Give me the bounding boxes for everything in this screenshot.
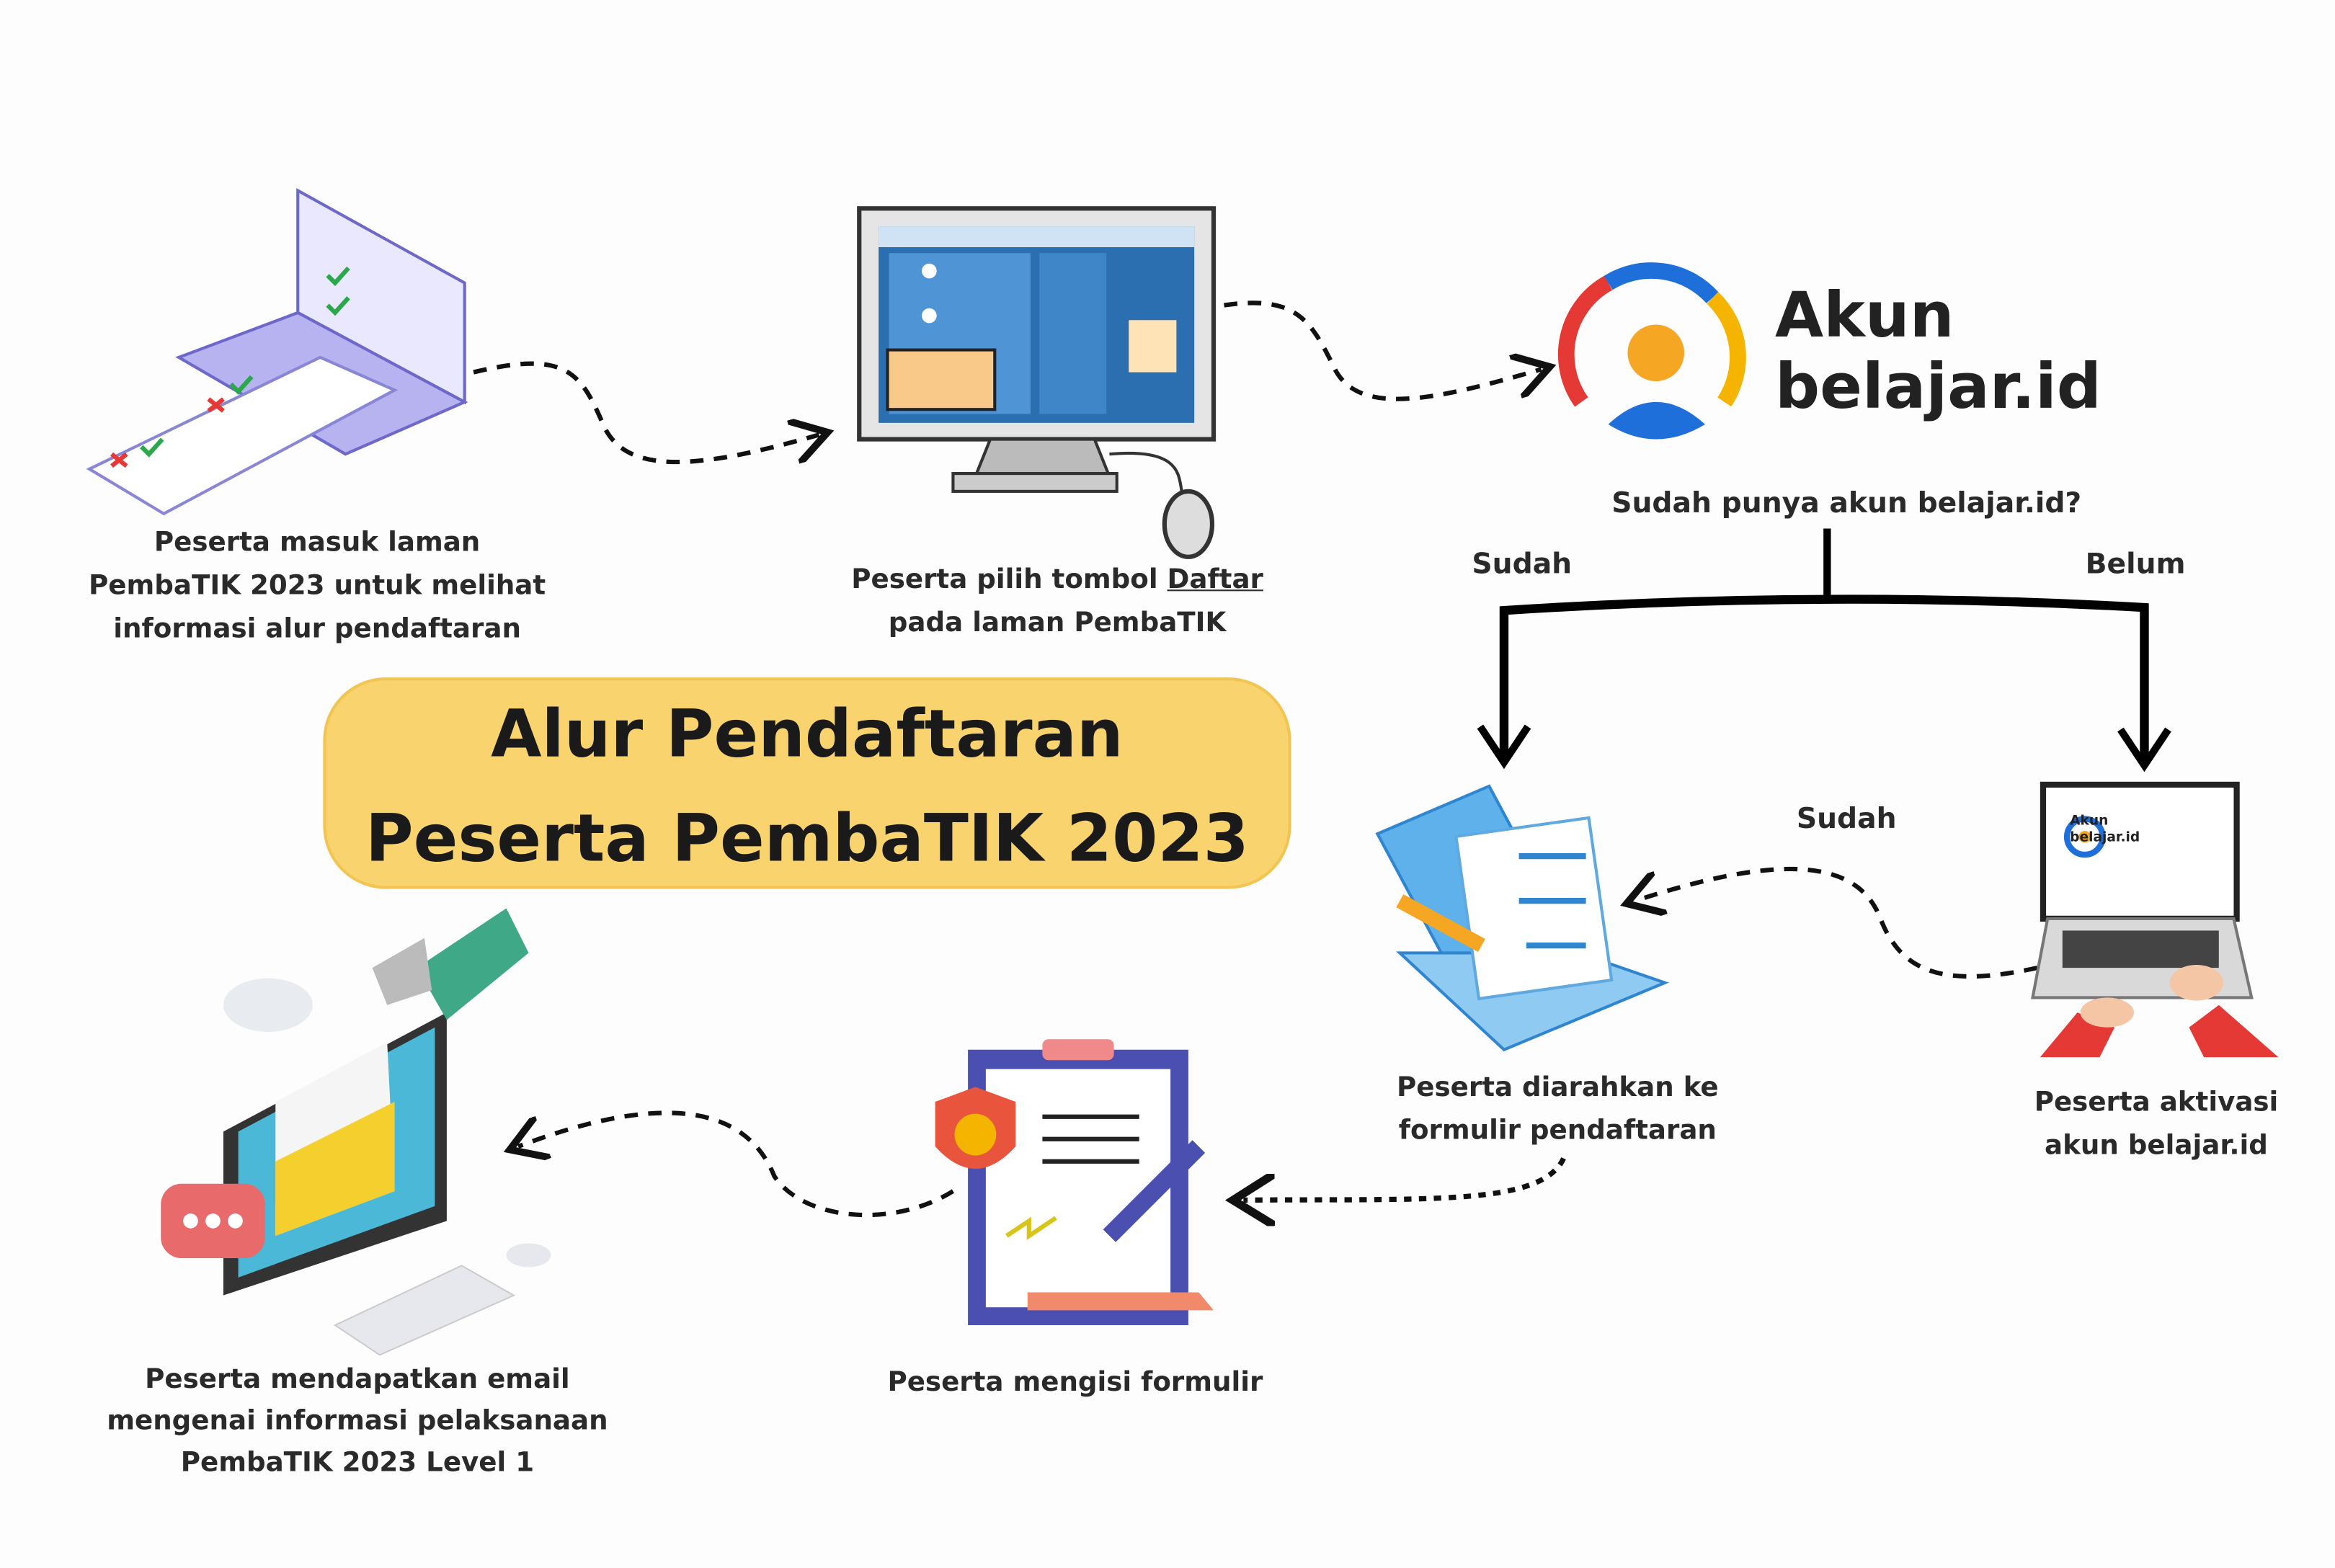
laptop-form-icon — [1375, 784, 1669, 1052]
dotted-arrow-form-to-clipboard — [1243, 1157, 1566, 1200]
step3-caption: Peserta diarahkan ke formulir pendaftara… — [1397, 1066, 1719, 1152]
branch-label-no: Belum — [2085, 548, 2186, 581]
dashed-arrow-step1-to-step2 — [473, 361, 819, 465]
fill-form-caption: Peserta mengisi formulir — [887, 1361, 1263, 1404]
akun-belajar-logo — [1557, 262, 1746, 440]
caption-line: Peserta mengisi formulir — [887, 1366, 1263, 1399]
branch-label-yes: Sudah — [1472, 548, 1573, 581]
caption-line: pada laman PembaTIK — [888, 607, 1227, 639]
caption-text: Peserta pilih tombol — [851, 564, 1168, 596]
diagram-title: Alur Pendaftaran Peserta PembaTIK 2023 — [323, 677, 1291, 889]
title-line1: Alur Pendaftaran — [491, 697, 1124, 773]
step2-caption: Peserta pilih tombol Daftar pada laman P… — [851, 558, 1263, 645]
laptop-checklist-icon — [86, 187, 468, 516]
caption-line: Peserta aktivasi — [2034, 1087, 2279, 1118]
caption-line: akun belajar.id — [2045, 1130, 2268, 1162]
title-line2: Peserta PembaTIK 2023 — [365, 801, 1249, 878]
email-caption: Peserta mendapatkan email mengenai infor… — [107, 1360, 608, 1485]
activation-caption: Peserta aktivasi akun belajar.id — [2034, 1081, 2279, 1167]
caption-line: Peserta mendapatkan email — [145, 1363, 570, 1396]
desktop-computer-icon — [857, 206, 1217, 559]
brand-line2: belajar.id — [1775, 349, 2102, 423]
laptop-typing-icon — [2031, 781, 2279, 1058]
caption-line: mengenai informasi pelaksanaan — [107, 1405, 608, 1437]
decision-question: Sudah punya akun belajar.id? — [1611, 486, 2082, 520]
computer-email-icon — [161, 908, 551, 1356]
screen-brand-text: Akun belajar.id — [2070, 814, 2140, 846]
step1-caption: Peserta masuk laman PembaTIK 2023 untuk … — [89, 521, 546, 651]
brand-line1: Akun — [1775, 278, 1954, 352]
clipboard-form-icon — [935, 1039, 1214, 1326]
daftar-link[interactable]: Daftar — [1167, 564, 1263, 596]
caption-line: Peserta diarahkan ke — [1397, 1072, 1719, 1104]
caption-line: PembaTIK 2023 untuk melihat — [89, 570, 546, 602]
dashed-arrow-step2-to-akun — [1224, 300, 1541, 401]
caption-line: Peserta masuk laman — [154, 527, 481, 558]
dashed-arrow-clipboard-to-email — [518, 1110, 955, 1218]
dashed-arrow-activation-to-form — [1635, 866, 2038, 979]
branch-label-after-activation: Sudah — [1796, 802, 1897, 836]
caption-line: informasi alur pendaftaran — [113, 613, 521, 645]
caption-line: PembaTIK 2023 Level 1 — [180, 1447, 535, 1479]
caption-line: formulir pendaftaran — [1398, 1115, 1717, 1147]
decision-branch-arrows — [1477, 528, 2171, 772]
